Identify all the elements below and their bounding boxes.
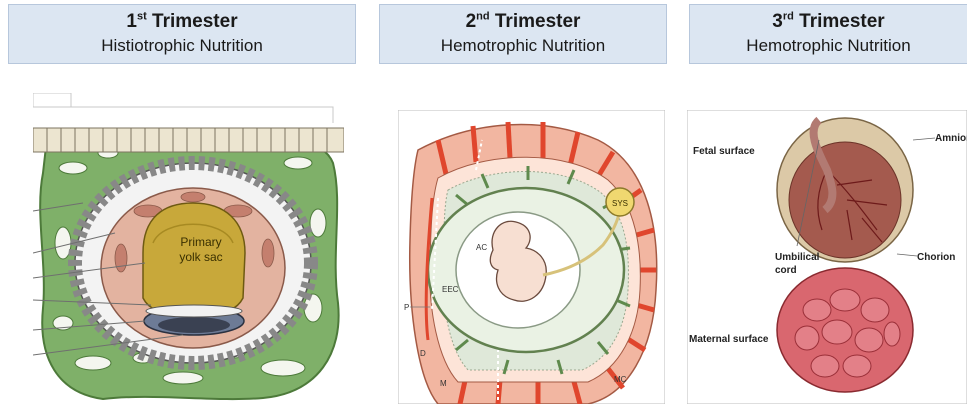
trimester-word: Trimester: [152, 11, 238, 32]
label-p: P: [404, 303, 409, 312]
ordinal-suffix: rd: [783, 11, 794, 23]
label-amnion: Amnion: [935, 133, 967, 144]
second-trimester-illustration: SYS AC EEC P D M MC: [398, 110, 665, 404]
gestational-sac-diagram: SYS AC EEC P D M MC: [398, 110, 665, 404]
label-sys: SYS: [612, 199, 628, 208]
header-title: 2nd Trimester: [466, 10, 581, 34]
header-first-trimester: 1st Trimester Histiotrophic Nutrition: [8, 4, 356, 64]
yolk-sac-label-line1: Primary: [180, 235, 221, 249]
label-umbilical-line2: cord: [775, 265, 797, 276]
yolk-sac-label-line2: yolk sac: [179, 250, 222, 264]
header-subtitle: Hemotrophic Nutrition: [441, 34, 605, 58]
header-third-trimester: 3rd Trimester Hemotrophic Nutrition: [689, 4, 967, 64]
ordinal: 2: [466, 11, 477, 32]
uterine-epithelium: [33, 128, 344, 152]
header-subtitle: Hemotrophic Nutrition: [746, 34, 910, 58]
label-umbilical-line1: Umbilical: [775, 252, 820, 263]
label-fetal-surface: Fetal surface: [693, 146, 755, 157]
header-subtitle: Histiotrophic Nutrition: [101, 34, 263, 58]
label-ac: AC: [476, 243, 487, 252]
trimester-word: Trimester: [799, 11, 885, 32]
placenta-diagram: Fetal surface Amnion Umbilical cord Chor…: [687, 110, 967, 404]
label-eec: EEC: [442, 285, 459, 294]
label-m: M: [440, 379, 447, 388]
ordinal: 1: [126, 11, 137, 32]
first-trimester-illustration: Primary yolk sac: [33, 93, 344, 404]
ordinal-suffix: st: [137, 11, 147, 23]
ordinal-suffix: nd: [476, 11, 489, 23]
label-mc: MC: [614, 375, 627, 384]
label-maternal-surface: Maternal surface: [689, 334, 769, 345]
header-title: 1st Trimester: [126, 10, 237, 34]
header-second-trimester: 2nd Trimester Hemotrophic Nutrition: [379, 4, 667, 64]
ordinal: 3: [772, 11, 783, 32]
label-d: D: [420, 349, 426, 358]
third-trimester-illustration: Fetal surface Amnion Umbilical cord Chor…: [687, 110, 967, 404]
label-chorion: Chorion: [917, 252, 955, 263]
header-title: 3rd Trimester: [772, 10, 884, 34]
implantation-diagram: Primary yolk sac: [33, 93, 344, 404]
trimester-word: Trimester: [495, 11, 581, 32]
